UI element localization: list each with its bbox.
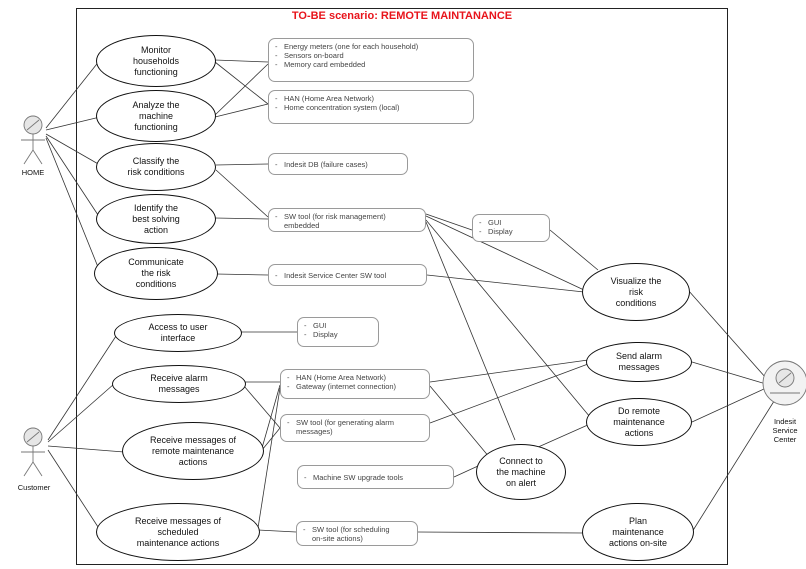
tool-item: Memory card embedded xyxy=(275,60,468,69)
tool-item: Gateway (internet connection) xyxy=(287,382,424,391)
tool-sw-alarm: SW tool (for generating alarm messages) xyxy=(280,414,430,442)
sw-risk-connect-link xyxy=(425,221,516,441)
use-case-classify: Classify the risk conditions xyxy=(96,143,216,191)
tool-sw-risk: SW tool (for risk management) embedded xyxy=(268,208,426,232)
home-actor-label: HOME xyxy=(21,168,45,177)
visualize-center-link xyxy=(687,289,767,379)
use-case-access: Access to user interface xyxy=(114,314,242,352)
use-case-analyze: Analyze the machine functioning xyxy=(96,90,216,142)
use-case-receive-alarm: Receive alarm messages xyxy=(112,365,246,403)
tool-item: Energy meters (one for each household) xyxy=(275,42,468,51)
remote-han-link xyxy=(261,384,281,449)
tool-item: SW tool (for generating alarm messages) xyxy=(287,418,424,436)
tool-item: Machine SW upgrade tools xyxy=(304,473,448,482)
customer-access-link xyxy=(47,332,119,441)
tool-item: Display xyxy=(479,227,544,236)
use-case-monitor: Monitor households functioning xyxy=(96,35,216,87)
tool-item: GUI xyxy=(304,321,373,330)
tool-sw-schedule: SW tool (for scheduling on-site actions) xyxy=(296,521,418,546)
remote-sw-link xyxy=(261,427,281,451)
sw-risk-gui-link xyxy=(425,213,473,231)
connect-do-remote-link xyxy=(535,423,591,449)
use-case-send-alarm: Send alarm messages xyxy=(586,342,692,382)
tool-item: GUI xyxy=(479,218,544,227)
monitor-energy-link xyxy=(214,59,269,63)
alarm-sw-link xyxy=(243,385,281,429)
sw-risk-visualize-link xyxy=(425,215,585,291)
customer-actor-icon xyxy=(21,427,45,477)
home-monitor-link xyxy=(45,59,101,129)
use-case-receive-remote: Receive messages of remote maintenance a… xyxy=(122,422,264,480)
use-case-do-remote: Do remote maintenance actions xyxy=(586,398,692,446)
tool-item: Indesit DB (failure cases) xyxy=(275,160,402,169)
home-communicate-link xyxy=(45,137,101,273)
identify-sw-link xyxy=(214,217,269,220)
plan-center-link xyxy=(691,397,777,533)
tool-indesit-db: Indesit DB (failure cases) xyxy=(268,153,408,175)
tool-item: HAN (Home Area Network) xyxy=(287,373,424,382)
customer-scheduled-link xyxy=(47,449,101,531)
tool-energy-meters: Energy meters (one for each household) S… xyxy=(268,38,474,82)
communicate-service-link xyxy=(215,273,269,276)
service-visualize-link xyxy=(426,274,585,293)
customer-remote-link xyxy=(47,445,125,453)
system-boundary xyxy=(76,8,728,565)
tool-item: HAN (Home Area Network) xyxy=(275,94,468,103)
sw-risk-do-remote-link xyxy=(425,219,591,418)
han-gateway-send-link xyxy=(429,359,589,383)
customer-alarm-link xyxy=(47,383,115,443)
tool-gui-top: GUI Display xyxy=(472,214,550,242)
tool-gui-customer: GUI Display xyxy=(297,317,379,347)
classify-db-link xyxy=(215,163,269,166)
tool-item: SW tool (for scheduling on-site actions) xyxy=(303,525,412,543)
home-identify-link xyxy=(45,135,101,219)
tool-item: Sensors on-board xyxy=(275,51,468,60)
han-gateway-connect-link xyxy=(429,385,491,459)
send-center-link xyxy=(691,361,767,385)
tool-item: Home concentration system (local) xyxy=(275,103,468,112)
use-case-visualize: Visualize the risk conditions xyxy=(582,263,690,321)
service-center-actor-icon xyxy=(762,360,806,406)
customer-actor-label: Customer xyxy=(17,483,51,492)
tool-han-gateway: HAN (Home Area Network) Gateway (interne… xyxy=(280,369,430,399)
tool-item: Display xyxy=(304,330,373,339)
upgrade-connect-link xyxy=(453,465,479,478)
diagram-title: TO-BE scenario: REMOTE MAINTANANCE xyxy=(291,10,513,22)
analyze-energy-link xyxy=(214,63,269,116)
use-case-plan: Plan maintenance actions on-site xyxy=(582,503,694,561)
use-case-connect: Connect to the machine on alert xyxy=(476,444,566,500)
scheduled-sw-link xyxy=(257,529,297,533)
analyze-han-link xyxy=(214,103,269,118)
home-actor-icon xyxy=(21,115,45,165)
home-analyze-link xyxy=(45,116,101,131)
service-center-actor-label: Indesit Service Center xyxy=(772,417,798,444)
classify-sw-link xyxy=(215,169,269,218)
do-remote-center-link xyxy=(691,387,767,423)
sw-schedule-plan-link xyxy=(417,531,585,534)
tool-han-home: HAN (Home Area Network) Home concentrati… xyxy=(268,90,474,124)
tool-item: Indesit Service Center SW tool xyxy=(275,271,421,280)
tool-item: SW tool (for risk management) embedded xyxy=(275,212,420,230)
home-classify-link xyxy=(45,133,101,166)
use-case-identify: Identify the best solving action xyxy=(96,194,216,244)
gui-top-visualize-link xyxy=(549,229,599,271)
scheduled-han-link xyxy=(257,387,281,529)
use-case-receive-scheduled: Receive messages of scheduled maintenanc… xyxy=(96,503,260,561)
sw-alarm-send-link xyxy=(429,363,589,424)
use-case-communicate: Communicate the risk conditions xyxy=(94,247,218,300)
monitor-han-link xyxy=(214,61,269,105)
tool-service-center-sw: Indesit Service Center SW tool xyxy=(268,264,427,286)
tool-upgrade: Machine SW upgrade tools xyxy=(297,465,454,489)
